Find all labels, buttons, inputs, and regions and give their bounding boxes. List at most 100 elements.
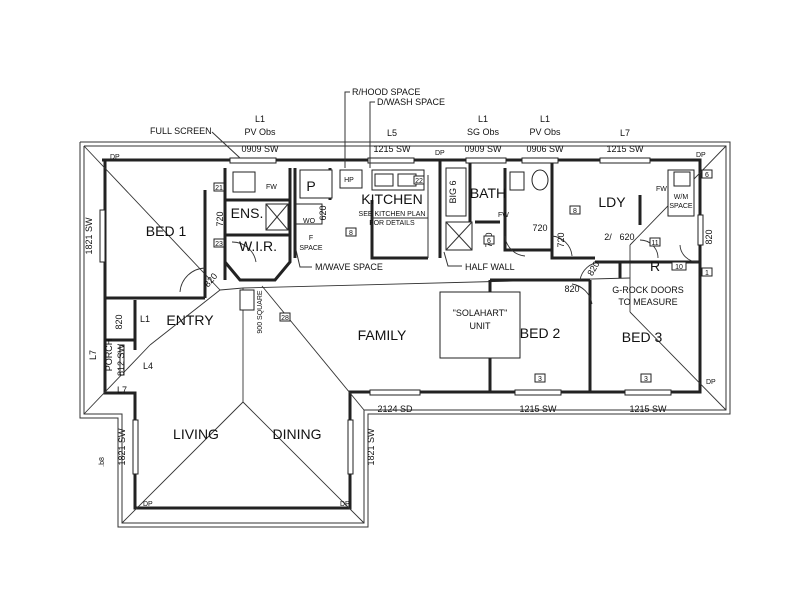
solarhart-unit	[439, 291, 521, 359]
dim-720-ldy: 720	[532, 223, 547, 233]
callout-rhood: R/HOOD SPACE	[352, 87, 420, 97]
manhole-label: 900 SQUARE	[257, 290, 264, 334]
tag-6: 6	[487, 238, 491, 245]
tag-23: 23	[215, 241, 223, 248]
porch-l4: L4	[143, 361, 153, 371]
dp-2: DP	[435, 150, 445, 157]
window-4-code: L1	[540, 114, 550, 124]
dim-620-kit: 620	[318, 205, 328, 220]
window-dining-size: 1821 SW	[366, 428, 376, 466]
solarhart-label-1: "SOLAHART"	[453, 308, 508, 318]
room-entry: ENTRY	[166, 312, 214, 328]
wm-label-2: SPACE	[669, 203, 693, 210]
dp-1: DP	[110, 154, 120, 161]
room-porch: PORCH	[104, 339, 114, 372]
robe-label: R	[650, 258, 660, 274]
ensuite-fixtures	[232, 171, 289, 231]
kitchen-note-1: SEE KITCHEN PLAN	[359, 211, 426, 218]
window-5-code: L7	[620, 128, 630, 138]
dim-620-ldy: 620	[619, 232, 634, 242]
fw-label-ens: FW	[266, 184, 277, 191]
room-family: FAMILY	[358, 327, 407, 343]
tag-22: 22	[415, 178, 423, 185]
room-living: LIVING	[173, 426, 219, 442]
tag-8-kit: 8	[349, 230, 353, 237]
porch-l1: L1	[140, 314, 150, 324]
code-tags	[213, 169, 713, 383]
tag-3-bed3: 3	[644, 376, 648, 383]
dp-4: DP	[706, 379, 716, 386]
callout-full-screen: FULL SCREEN	[150, 126, 212, 136]
window-5-size: 1215 SW	[606, 144, 644, 154]
dp-5: DP	[143, 501, 153, 508]
manhole	[239, 289, 255, 311]
window-4-size: 0906 SW	[526, 144, 564, 154]
window-3-type: SG Obs	[467, 127, 500, 137]
laundry-fixtures	[667, 169, 695, 217]
tag-8-ldy: 8	[573, 208, 577, 215]
g-rock-label-1: G-ROCK DOORS	[612, 285, 684, 295]
room-bed2: BED 2	[520, 325, 561, 341]
room-ldy: LDY	[598, 194, 626, 210]
big6-label: BIG 6	[448, 180, 458, 203]
window-marks	[99, 157, 704, 475]
dim-2: 2/	[604, 232, 612, 242]
window-family-sd: 2124 SD	[377, 404, 413, 414]
porch-l7: L7	[88, 350, 98, 360]
wm-label-1: W/M	[674, 194, 689, 201]
bath-fixtures	[445, 167, 549, 251]
window-1-size: 0909 SW	[241, 144, 279, 154]
window-1-type: PV Obs	[244, 127, 276, 137]
window-3-code: L1	[478, 114, 488, 124]
kitchen-note-2: FOR DETAILS	[369, 220, 415, 227]
window-3-size: 0909 SW	[464, 144, 502, 154]
g-rock-label-2: TO MEASURE	[618, 297, 677, 307]
tag-6-ldy: 6	[705, 172, 709, 179]
fw-label-ldy: FW	[656, 186, 667, 193]
tag-10: 10	[675, 264, 683, 271]
kitchen-benches	[295, 169, 429, 258]
fw-label-bath: FW	[498, 212, 509, 219]
window-4-type: PV Obs	[529, 127, 561, 137]
tag-11: 11	[651, 240, 658, 247]
callout-dwash: D/WASH SPACE	[377, 97, 445, 107]
tag-1: 1	[705, 270, 709, 277]
solarhart-label-2: UNIT	[470, 321, 491, 331]
window-2-code: L5	[387, 128, 397, 138]
room-kitchen: KITCHEN	[361, 191, 422, 207]
tag-21: 21	[215, 185, 223, 192]
dim-820-bed2: 820	[564, 284, 579, 294]
room-wir: W.I.R.	[239, 238, 277, 254]
tag-28: 28	[281, 315, 289, 322]
f-space-label: F	[309, 235, 313, 242]
dp-3: DP	[696, 152, 706, 159]
callout-half-wall: HALF WALL	[465, 262, 515, 272]
room-bath: BATH	[470, 185, 506, 201]
porch-820: 820	[114, 314, 124, 329]
callout-leaders	[211, 91, 462, 268]
callout-mwave: M/WAVE SPACE	[315, 262, 383, 272]
space-label: SPACE	[299, 245, 323, 252]
window-2-size: 1215 SW	[373, 144, 411, 154]
porch-812: 812 SW	[116, 343, 126, 376]
porch-b8: .b8	[99, 457, 106, 467]
hp-label: HP	[344, 177, 354, 184]
window-living-size: 1821 SW	[117, 428, 127, 466]
porch-l7b: L7	[117, 385, 127, 395]
room-bed3: BED 3	[622, 329, 663, 345]
room-pantry: P	[306, 178, 315, 194]
window-1-code: L1	[255, 114, 265, 124]
wo-label: WO	[303, 218, 316, 225]
window-bed1-size: 1821 SW	[84, 217, 94, 255]
dp-6: DP	[340, 501, 350, 508]
room-dining: DINING	[273, 426, 322, 442]
dim-720-ens: 720	[215, 211, 225, 226]
tag-3-bed2: 3	[538, 376, 542, 383]
dim-720-ldy2: 720	[556, 232, 566, 247]
window-bed2-size: 1215 SW	[519, 404, 557, 414]
room-bed1: BED 1	[146, 223, 187, 239]
room-ens: ENS.	[231, 205, 264, 221]
window-bed3-size: 1215 SW	[629, 404, 667, 414]
window-ldy-size: 820	[704, 229, 714, 244]
